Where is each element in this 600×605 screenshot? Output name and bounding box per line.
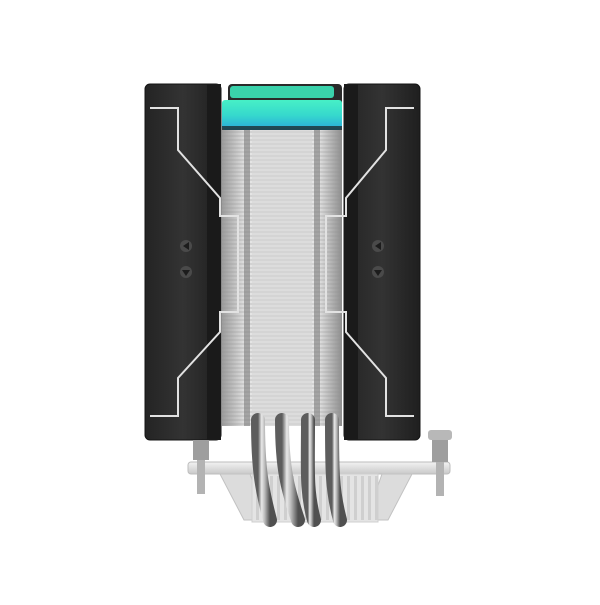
- base-fin: [368, 476, 371, 520]
- heatpipes: [251, 413, 347, 527]
- right-fan: [325, 83, 452, 496]
- rgb-led-strip: [222, 100, 342, 130]
- left-fan: [144, 83, 239, 494]
- fan-clip-right-top: [325, 107, 414, 290]
- heatpipe-1: [251, 413, 277, 527]
- base-fin: [277, 476, 280, 520]
- heatpipe-4: [325, 413, 347, 527]
- screw-left: [193, 440, 209, 460]
- base-fin: [298, 476, 301, 520]
- base-fin: [361, 476, 364, 520]
- fin-stack: [222, 128, 342, 426]
- screw-right-head: [428, 430, 452, 440]
- base-fin: [326, 476, 329, 520]
- base-fin: [347, 476, 350, 520]
- heatpipe-3: [300, 413, 321, 527]
- base-fin: [375, 476, 378, 520]
- screw-right: [432, 440, 448, 462]
- top-cap: [222, 84, 342, 130]
- base-fin: [256, 476, 259, 520]
- base-fin: [354, 476, 357, 520]
- fan-clip-left-bottom: [150, 290, 239, 417]
- fan-clip-left-top: [150, 107, 239, 290]
- base-fin: [319, 476, 322, 520]
- fan-clip-right-bottom: [325, 290, 414, 417]
- heatpipe-2: [275, 413, 305, 527]
